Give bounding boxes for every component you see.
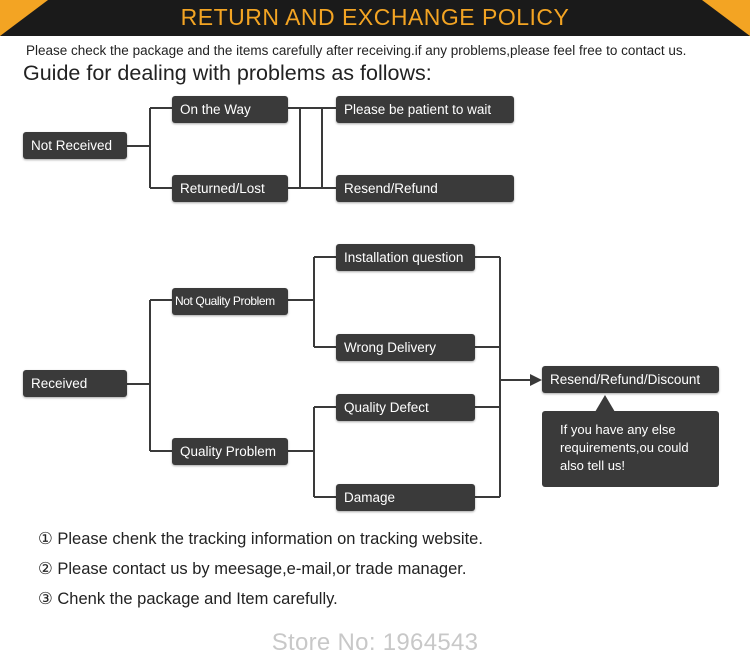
node-damage: Damage xyxy=(336,484,475,511)
node-resend-refund: Resend/Refund xyxy=(336,175,514,202)
node-be-patient: Please be patient to wait xyxy=(336,96,514,123)
node-resend-refund-discount: Resend/Refund/Discount xyxy=(542,366,719,393)
note-item-2: ② Please contact us by meesage,e-mail,or… xyxy=(38,560,467,578)
intro-text: Please check the package and the items c… xyxy=(26,43,687,58)
node-on-the-way: On the Way xyxy=(172,96,288,123)
store-number: Store No: 1964543 xyxy=(271,629,479,656)
node-received: Received xyxy=(23,370,127,397)
speech-bubble: If you have any else requirements,ou cou… xyxy=(542,411,719,487)
node-quality-problem: Quality Problem xyxy=(172,438,288,465)
header-left-accent xyxy=(0,0,48,36)
node-not-received: Not Received xyxy=(23,132,127,159)
node-quality-defect: Quality Defect xyxy=(336,394,475,421)
note-item-1: ① Please chenk the tracking information … xyxy=(38,530,483,548)
node-returned-lost: Returned/Lost xyxy=(172,175,288,202)
header-banner: RETURN AND EXCHANGE POLICY xyxy=(0,0,750,36)
header-right-accent xyxy=(702,0,750,36)
node-wrong-delivery: Wrong Delivery xyxy=(336,334,475,361)
node-not-quality-problem: Not Quality Problem xyxy=(172,288,288,315)
speech-bubble-tip xyxy=(595,395,615,412)
guide-title: Guide for dealing with problems as follo… xyxy=(23,61,432,85)
page-title: RETURN AND EXCHANGE POLICY xyxy=(180,4,570,30)
arrow-head-icon xyxy=(530,374,542,386)
note-item-3: ③ Chenk the package and Item carefully. xyxy=(38,590,338,608)
node-installation-question: Installation question xyxy=(336,244,475,271)
